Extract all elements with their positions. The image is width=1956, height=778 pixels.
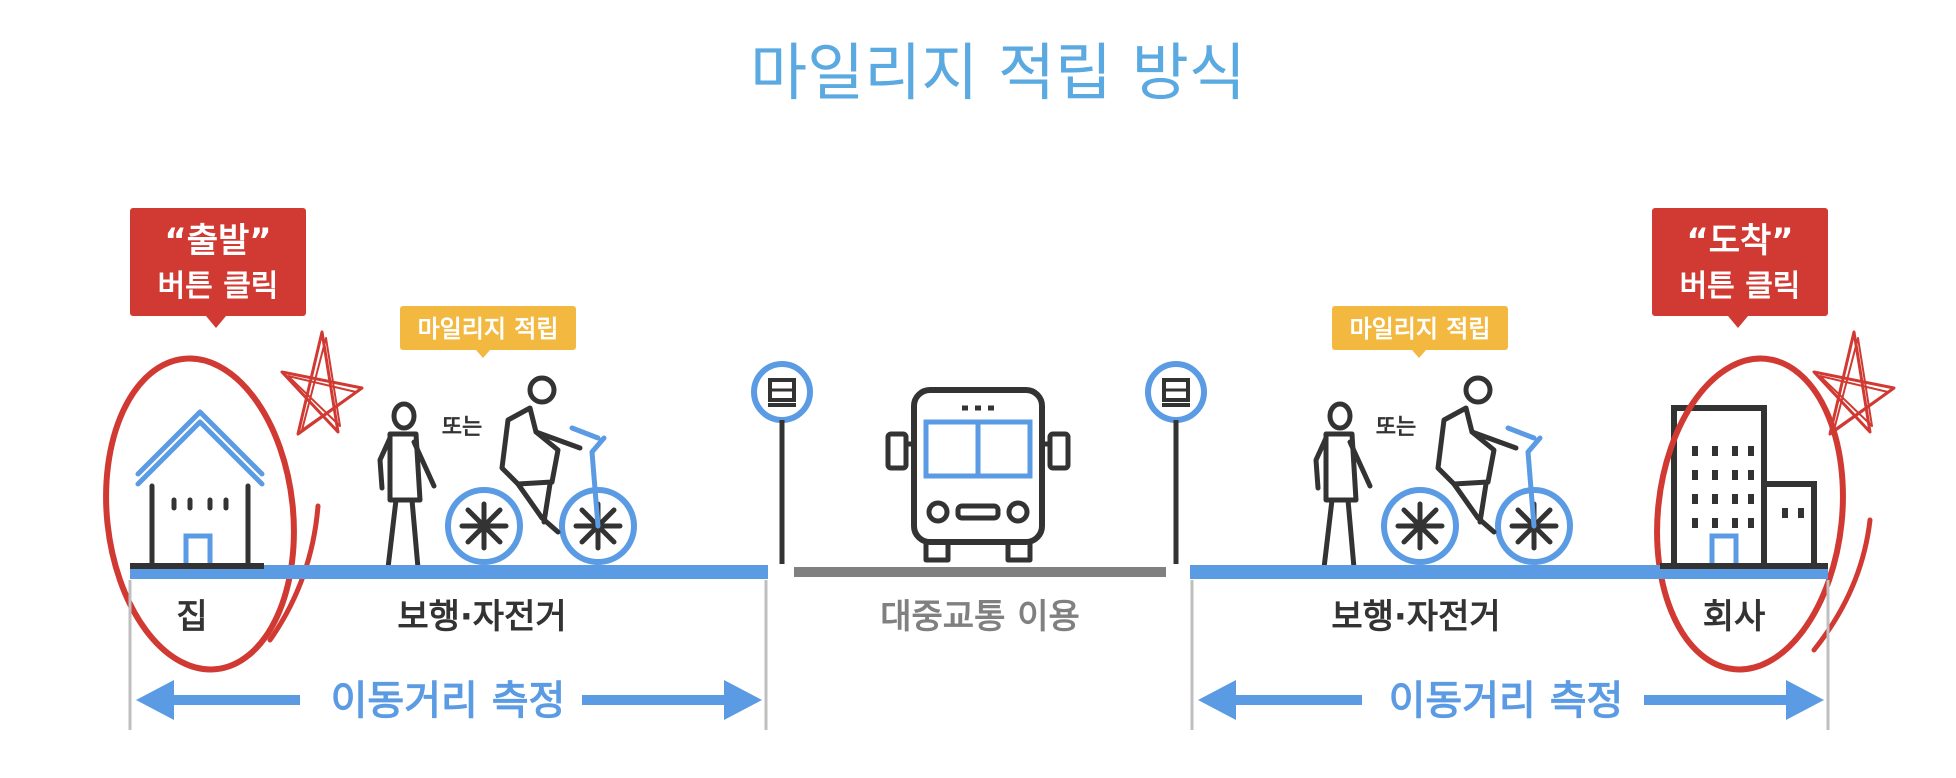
label-public-transit: 대중교통 이용 [880, 597, 1080, 637]
mileage-callout-right-label: 마일리지 적립 [1350, 315, 1491, 343]
circle-doodle-icon [1654, 355, 1873, 673]
or-label-left: 또는 [442, 415, 482, 440]
start-button-callout: “출발” 버튼 클릭 [130, 208, 306, 328]
mileage-callout-left: 마일리지 적립 [400, 306, 576, 358]
label-home: 집 [176, 597, 207, 637]
pedestrian-icon [1313, 401, 1373, 571]
label-company: 회사 [1703, 597, 1766, 637]
mileage-callout-right: 마일리지 적립 [1332, 306, 1508, 358]
start-callout-title: “출발” [164, 221, 271, 261]
star-doodle-icon [1812, 330, 1896, 436]
or-label-right: 또는 [1376, 415, 1416, 440]
office-building-icon [1671, 405, 1817, 569]
bus-icon [885, 387, 1071, 563]
arrive-callout-subtitle: 버튼 클릭 [1680, 269, 1801, 304]
bus-stop-sign-icon [751, 361, 813, 564]
measure-label-left: 이동거리 측정 [331, 678, 566, 724]
cyclist-icon [445, 375, 637, 565]
distance-arrow-left: 이동거리 측정 [136, 678, 762, 724]
house-icon [135, 409, 265, 569]
measure-label-right: 이동거리 측정 [1389, 678, 1624, 724]
start-callout-subtitle: 버튼 클릭 [158, 269, 279, 304]
page-title: 마일리지 적립 방식 [750, 36, 1246, 109]
cyclist-icon [1381, 375, 1573, 565]
star-doodle-icon [280, 330, 364, 436]
label-walk-bike-right: 보행·자전거 [1331, 597, 1500, 637]
pedestrian-icon [377, 401, 437, 571]
label-walk-bike-left: 보행·자전거 [397, 597, 566, 637]
arrive-callout-title: “도착” [1686, 221, 1793, 261]
arrive-button-callout: “도착” 버튼 클릭 [1652, 208, 1828, 328]
mileage-callout-left-label: 마일리지 적립 [418, 315, 559, 343]
distance-arrow-right: 이동거리 측정 [1198, 678, 1824, 724]
bus-stop-sign-icon [1145, 361, 1207, 564]
